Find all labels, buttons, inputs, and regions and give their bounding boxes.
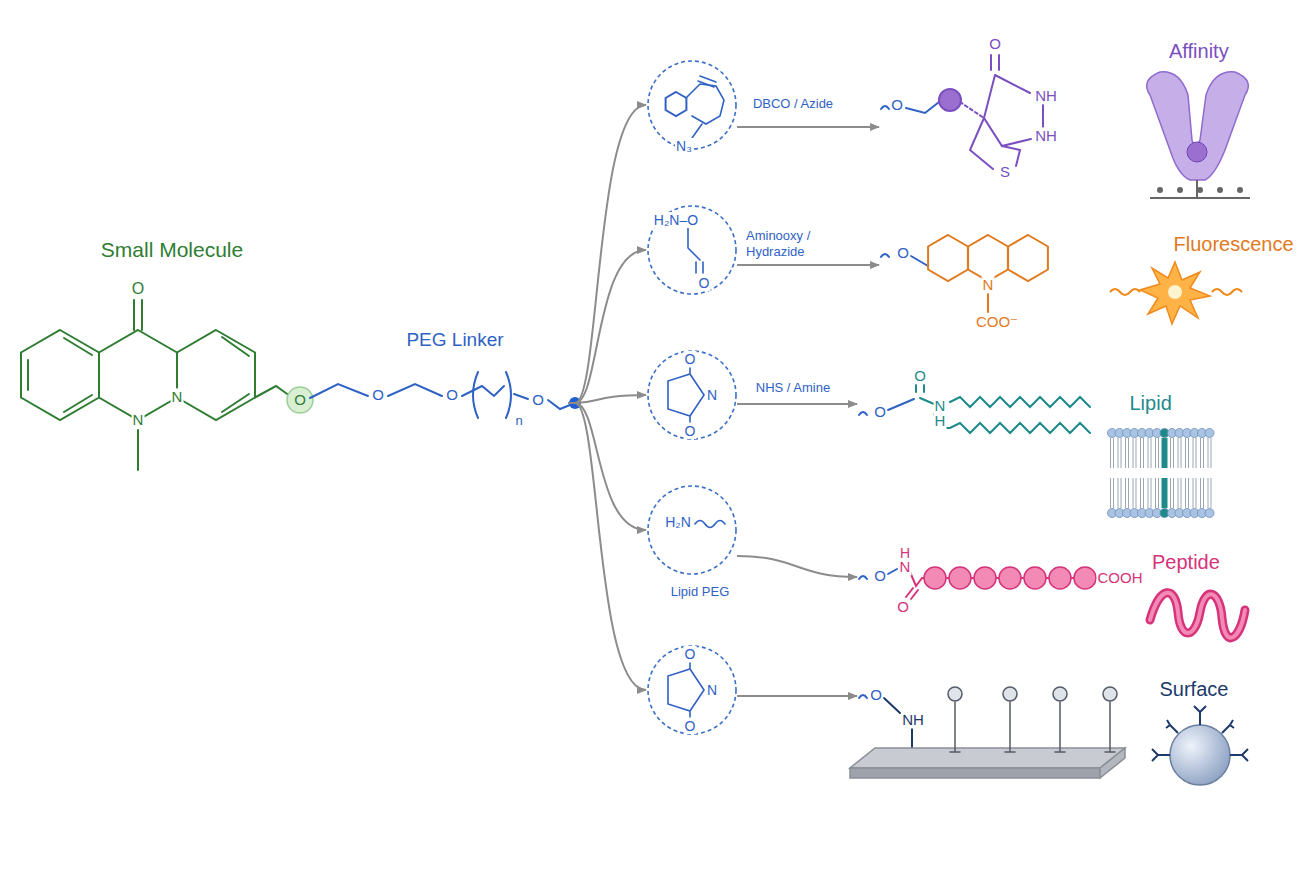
ring-bond <box>99 330 177 420</box>
category-label: Fluorescence <box>1171 231 1297 258</box>
atom-label: O <box>873 567 887 584</box>
arrow-connector <box>568 395 646 403</box>
category-label: Peptide <box>1149 549 1223 576</box>
ring-bond <box>968 235 1008 281</box>
arrow-connector <box>737 695 857 697</box>
structure-node: O NH <box>858 675 958 735</box>
atom-label: H₂N–O <box>653 212 699 228</box>
reagent-circle: Lipid PEGH₂N <box>647 485 737 575</box>
atom-label: H <box>934 412 947 429</box>
atom-label: O <box>684 351 697 367</box>
atom-label: NH <box>1034 87 1058 104</box>
atom-label: COO⁻ <box>975 313 1019 330</box>
atom-label: N <box>706 387 718 403</box>
atom-label: O <box>896 244 910 261</box>
reagent-label: Lipid PEG <box>671 585 730 600</box>
ring-bond <box>21 330 99 420</box>
reagent-label: Aminooxy / Hydrazide <box>746 228 826 260</box>
reagent-circle: O N O <box>647 645 737 735</box>
atom-label: NH <box>901 711 925 728</box>
dashed-circle <box>647 60 737 150</box>
dashed-circle <box>647 485 737 575</box>
atom-label: O <box>371 386 385 403</box>
atom-label: O <box>869 686 883 703</box>
atom-label: N <box>899 558 912 575</box>
atom-label: N <box>706 682 718 698</box>
atom-label: O <box>890 96 904 113</box>
structure-node: OONH <box>858 365 1098 440</box>
atom-label: O <box>531 391 545 408</box>
atom-label: O <box>293 391 307 408</box>
ring-bond <box>1008 235 1048 281</box>
atom-label: N <box>982 276 995 293</box>
structure-node: O O NH NH S <box>880 30 1070 190</box>
reagent-circle: NHS / AmineONO <box>647 350 737 440</box>
atom-label: O <box>684 718 697 734</box>
category-label: Lipid <box>1127 390 1175 417</box>
arrow-connector <box>737 556 857 577</box>
ring-bond <box>666 92 687 116</box>
arrow-connector <box>737 403 857 405</box>
atom-label: COOH <box>1097 569 1144 586</box>
category-label: Affinity <box>1166 38 1232 65</box>
atom-label: O <box>684 646 697 662</box>
atom-label: H₂N <box>664 514 692 530</box>
ring-bond <box>177 330 255 420</box>
category-node: Affinity <box>1166 38 1234 67</box>
arrow-connector <box>568 403 646 530</box>
structure-node: Small Molecule <box>8 232 568 492</box>
atom-label: n <box>514 414 523 429</box>
molecule-title: Small Molecule <box>101 238 243 262</box>
category-node: Surface <box>1157 676 1234 705</box>
category-node: Peptide <box>1149 549 1225 578</box>
reagent-circle: Aminooxy / HydrazideH₂N–OO <box>647 205 737 295</box>
atom-label: NH <box>1034 127 1058 144</box>
arrow-connector <box>737 126 879 128</box>
atom-label: N <box>171 388 184 405</box>
atom-label: N <box>132 411 145 428</box>
arrow-connector <box>737 264 879 266</box>
ring-bond <box>928 235 968 281</box>
category-label: Surface <box>1157 676 1232 703</box>
atom-label: O <box>684 423 697 439</box>
reagent-label: NHS / Amine <box>756 381 830 396</box>
structure-node: OHNOCOOH <box>858 540 1143 618</box>
atom-label: O <box>445 386 459 403</box>
atom-label: O <box>988 35 1002 52</box>
reagent-label: DBCO / Azide <box>753 97 833 112</box>
atom-label: N₃ <box>675 138 693 154</box>
structure-node: O N COO⁻ <box>880 210 1090 335</box>
atom-label: O <box>913 367 927 384</box>
linker-label: PEG Linker <box>406 329 503 351</box>
category-node: Fluorescence <box>1171 231 1300 260</box>
atom-label: S <box>999 163 1011 180</box>
category-node: Lipid <box>1127 390 1178 419</box>
atom-label: O <box>698 275 711 291</box>
reagent-circle: DBCO / AzideN₃ <box>647 60 737 150</box>
arrow-connector <box>568 250 646 403</box>
arrow-connector <box>568 403 646 690</box>
atom-label: O <box>896 598 910 615</box>
atom-label: O <box>873 403 887 420</box>
arrow-connector <box>568 105 646 403</box>
atom-label: O <box>131 280 145 298</box>
